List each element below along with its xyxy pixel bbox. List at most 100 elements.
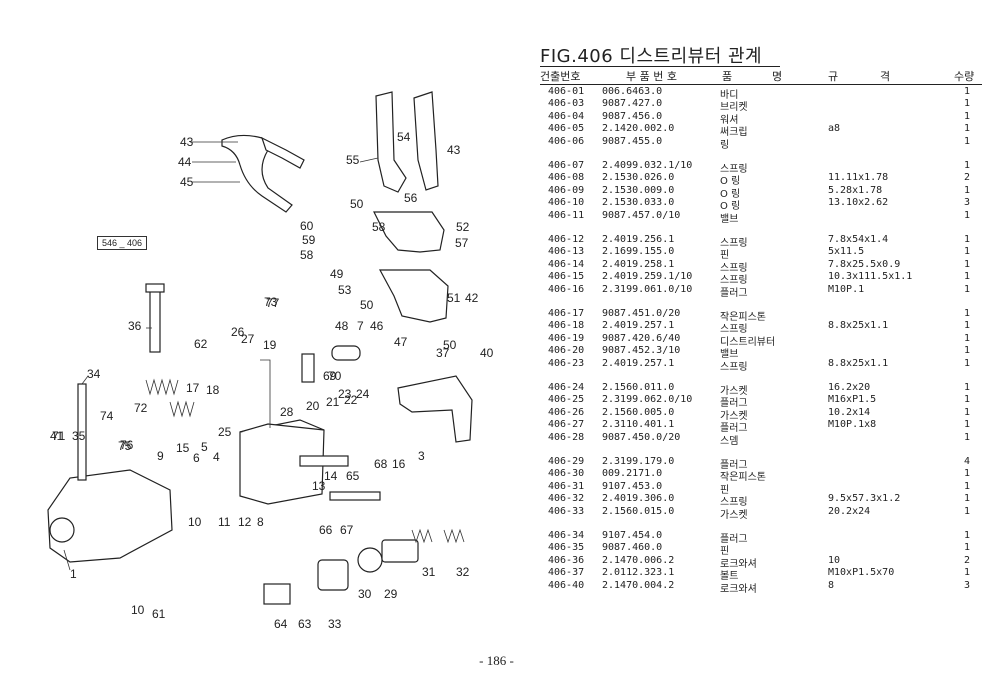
callout-label: 26 bbox=[231, 325, 245, 339]
callout-label: 35 bbox=[72, 429, 86, 443]
callout-label: 73 bbox=[264, 295, 278, 309]
cell-no: 406-34 bbox=[548, 530, 585, 541]
cell-name: 가스켓 bbox=[720, 386, 748, 397]
cell-spec: 10.3x111.5x1.1 bbox=[828, 271, 913, 283]
cell-no: 406-14 bbox=[548, 258, 585, 270]
cell-name: 스프링 bbox=[720, 238, 748, 249]
callout-label: 75 bbox=[118, 439, 132, 453]
callout-label: 12 bbox=[238, 515, 252, 529]
cell-part-number: 9087.420.6/40 bbox=[602, 332, 681, 344]
cell-name: 밸브 bbox=[720, 213, 739, 225]
cell-no: 406-31 bbox=[548, 480, 585, 492]
callout-label: 63 bbox=[298, 617, 312, 631]
callout-label: 53 bbox=[338, 283, 352, 297]
callout-label: 48 bbox=[335, 319, 349, 333]
body-port bbox=[49, 517, 75, 543]
cell-part-number: 2.1470.004.2 bbox=[602, 579, 675, 591]
cell-part-number: 9087.451.0/20 bbox=[602, 308, 681, 319]
cell-qty: 1 bbox=[964, 406, 971, 418]
callout-label: 31 bbox=[422, 565, 436, 579]
callout-label: 64 bbox=[274, 617, 288, 631]
callout-label: 62 bbox=[194, 337, 208, 351]
callout-label: 14 bbox=[324, 469, 338, 483]
cell-part-number: 2.1420.002.0 bbox=[602, 123, 675, 135]
spring-73 bbox=[169, 400, 195, 418]
callout-label: 57 bbox=[455, 236, 469, 250]
cell-qty: 3 bbox=[964, 197, 971, 209]
callout-label: 77 bbox=[266, 296, 280, 310]
cell-name: O 링 bbox=[720, 188, 741, 200]
cell-part-number: 2.1560.005.0 bbox=[602, 406, 675, 418]
bolt-head-37 bbox=[145, 283, 165, 293]
callout-label: 50 bbox=[350, 197, 364, 211]
cell-part-number: 2.3199.179.0 bbox=[602, 456, 675, 467]
page-number: - 186 - bbox=[479, 653, 514, 668]
cell-part-number: 2.0112.323.1 bbox=[602, 567, 675, 579]
cell-qty: 2 bbox=[964, 554, 971, 566]
cell-spec: M10P.1x8 bbox=[828, 419, 877, 431]
callout-label: 43 bbox=[447, 143, 461, 157]
cell-spec: 5.28x1.78 bbox=[828, 184, 883, 196]
callout-label: 19 bbox=[263, 338, 277, 352]
cell-part-number: 2.1530.033.0 bbox=[602, 197, 675, 209]
cell-no: 406-08 bbox=[548, 172, 585, 184]
callout-label: 41 bbox=[50, 429, 64, 443]
cell-spec: 7.8x54x1.4 bbox=[828, 234, 889, 245]
cell-qty: 1 bbox=[964, 431, 971, 443]
callout-label: 22 bbox=[344, 393, 358, 407]
cell-no: 406-16 bbox=[548, 283, 585, 295]
cell-qty: 1 bbox=[964, 135, 971, 147]
cell-part-number: 9087.452.3/10 bbox=[602, 345, 681, 357]
cell-qty: 1 bbox=[964, 468, 971, 480]
callout-label: 29 bbox=[384, 587, 398, 601]
callout-label: 7 bbox=[357, 319, 364, 333]
cell-name: 스프링 bbox=[720, 361, 748, 373]
cell-name: 스프링 bbox=[720, 275, 748, 287]
callout-label: 37 bbox=[436, 346, 450, 360]
cell-no: 406-12 bbox=[548, 234, 585, 245]
callout-label: 25 bbox=[218, 425, 232, 439]
callout-label: 66 bbox=[319, 523, 333, 537]
cell-no: 406-36 bbox=[548, 554, 585, 566]
callout-label: 50 bbox=[360, 298, 374, 312]
callout-label: 6 bbox=[193, 451, 200, 465]
callout-label: 51 bbox=[447, 291, 461, 305]
callout-label: 55 bbox=[346, 153, 360, 167]
cell-part-number: 006.6463.0 bbox=[602, 86, 663, 97]
plug-34 bbox=[317, 559, 349, 591]
cell-qty: 4 bbox=[964, 456, 971, 467]
cell-part-number: 2.4019.258.1 bbox=[602, 258, 675, 270]
cell-qty: 1 bbox=[964, 480, 971, 492]
cell-qty: 1 bbox=[964, 184, 971, 196]
cell-qty: 1 bbox=[964, 394, 971, 406]
spool-13 bbox=[299, 455, 349, 467]
cell-no: 406-17 bbox=[548, 308, 585, 319]
callout-label: 71 bbox=[52, 429, 66, 443]
cell-part-number: 2.4019.259.1/10 bbox=[602, 271, 693, 283]
callout-label: 33 bbox=[328, 617, 342, 631]
callout-label: 18 bbox=[206, 383, 220, 397]
callout-label: 40 bbox=[480, 346, 494, 360]
header-qty: 수량 bbox=[954, 70, 975, 83]
cell-qty: 1 bbox=[964, 246, 971, 258]
cell-spec: 10.2x14 bbox=[828, 406, 871, 418]
cell-no: 406-19 bbox=[548, 332, 585, 344]
cell-name: O 링 bbox=[720, 176, 741, 188]
shift-fork bbox=[221, 134, 293, 213]
cell-no: 406-06 bbox=[548, 135, 585, 147]
cell-no: 406-33 bbox=[548, 505, 585, 517]
header-spec-2: 격 bbox=[880, 70, 891, 83]
cell-name: 스프링 bbox=[720, 262, 748, 274]
